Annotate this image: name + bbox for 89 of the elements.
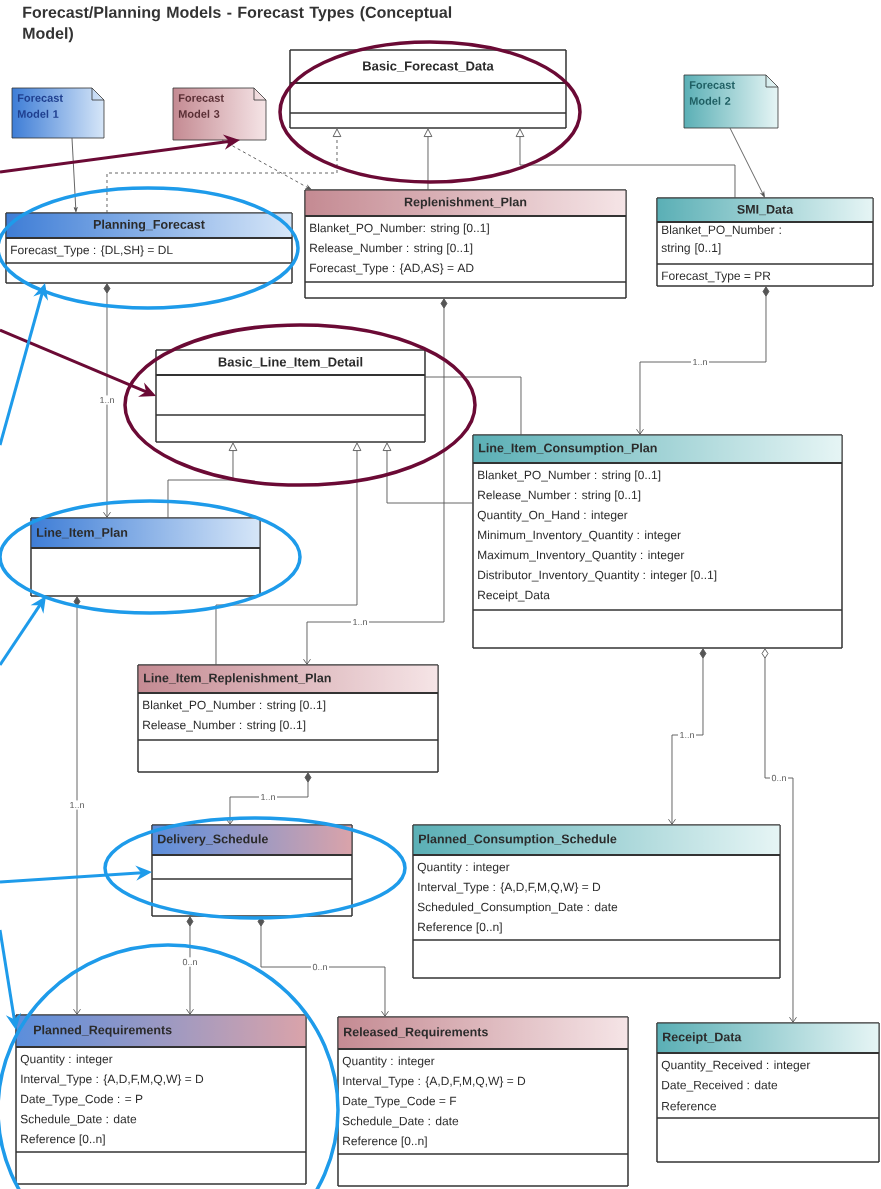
aggregation-arrow (761, 648, 797, 1023)
note-link (729, 127, 765, 198)
attribute-text: Blanket_PO_Number : string [0..1] (661, 225, 781, 255)
attribute-text: Forecast_Type = PR (662, 271, 771, 283)
multiplicity-label: 1..n (691, 357, 709, 367)
note-box: Forecast Model 2 (683, 74, 779, 129)
attribute-text: Date_Type_Code = F (343, 1096, 457, 1108)
composition-arrow (226, 772, 312, 825)
class-name: Released_Requirements (344, 1027, 488, 1039)
attribute-text: Blanket_PO_Number: string [0..1] (310, 223, 489, 235)
class-box (289, 49, 567, 129)
attribute-text: Blanket_PO_Number : string [0..1] (143, 700, 326, 712)
attribute-text: Schedule_Date : date (20, 1114, 137, 1126)
multiplicity-label: 0..n (311, 962, 329, 972)
note-box: Forecast Model 3 (172, 87, 267, 141)
class-name: Basic_Forecast_Data (363, 61, 494, 72)
composition-arrow (636, 286, 770, 435)
class-box (472, 434, 843, 649)
composition-arrow (103, 283, 111, 518)
attribute-text: Quantity_On_Hand : integer (477, 510, 628, 522)
composition-arrow (668, 648, 707, 825)
inheritance-arrow (423, 128, 433, 191)
inheritance-arrow (215, 442, 362, 666)
attribute-text: Release_Number : string [0..1] (478, 490, 641, 502)
class-box (656, 197, 874, 287)
class-box (30, 517, 261, 597)
composition-arrow (303, 298, 448, 665)
attribute-text: Quantity_Received : integer (661, 1060, 811, 1072)
class-name: Line_Item_Consumption_Plan (479, 443, 657, 455)
multiplicity-label: 1..n (98, 395, 116, 405)
class-box (337, 1016, 629, 1187)
class-name: Delivery_Schedule (158, 834, 268, 846)
inheritance-arrow (167, 442, 238, 519)
inheritance-arrow (106, 128, 342, 214)
attribute-text: Reference [0..n] (418, 922, 502, 934)
multiplicity-label: 1..n (678, 730, 696, 740)
attribute-text: Interval_Type : {A,D,F,M,Q,W} = D (21, 1074, 204, 1086)
class-name: Basic_Line_Item_Detail (218, 357, 363, 368)
class-name: Planning_Forecast (93, 219, 205, 232)
attribute-text: Release_Number : string [0..1] (310, 243, 473, 255)
composition-arrow (186, 916, 194, 1015)
multiplicity-label: 0..n (181, 957, 199, 967)
multiplicity-label: 0..n (770, 773, 788, 783)
attribute-text: Reference (662, 1101, 716, 1111)
attribute-text: Reference [0..n] (343, 1136, 427, 1148)
class-box (656, 1022, 880, 1163)
attribute-text: Receipt_Data (478, 590, 550, 602)
multiplicity-label: 1..n (351, 617, 369, 627)
class-box (137, 664, 439, 773)
attribute-text: Maximum_Inventory_Quantity : integer (478, 550, 685, 562)
class-box (5, 212, 293, 284)
attribute-text: Forecast_Type : {DL,SH} = DL (11, 245, 173, 257)
attribute-text: Quantity : integer (417, 862, 510, 874)
attribute-text: Interval_Type : {A,D,F,M,Q,W} = D (418, 882, 601, 894)
inheritance-arrow (382, 442, 474, 504)
title: Forecast/Planning Models - Forecast Types (Conceptual Model) (23, 6, 452, 43)
attribute-text: Date_Type_Code : = P (21, 1094, 143, 1106)
attribute-text: Distributor_Inventory_Quantity : integer [0..1] (478, 570, 717, 582)
note-link (221, 139, 312, 190)
attribute-text: Scheduled_Consumption_Date : date (417, 902, 618, 914)
note-box: Forecast Model 1 (11, 87, 105, 139)
composition-arrow (73, 596, 81, 1015)
class-name: Planned_Consumption_Schedule (419, 834, 617, 846)
attribute-text: Minimum_Inventory_Quantity : integer (478, 530, 681, 542)
class-name: Planned_Requirements (34, 1025, 172, 1037)
attribute-text: Quantity : integer (20, 1054, 113, 1066)
class-name: SMI_Data (737, 204, 794, 216)
attribute-text: Quantity : integer (342, 1056, 435, 1068)
note-link (71, 137, 78, 213)
attribute-text: Schedule_Date : date (342, 1116, 459, 1128)
attribute-text: Forecast_Type : {AD,AS} = AD (310, 263, 474, 275)
attribute-text: Date_Received : date (662, 1080, 778, 1092)
attribute-text: Interval_Type : {A,D,F,M,Q,W} = D (343, 1076, 526, 1088)
class-box (15, 1014, 307, 1185)
class-name: Line_Item_Plan (37, 527, 128, 539)
multiplicity-label: 1..n (68, 800, 86, 810)
class-box (151, 824, 353, 917)
attribute-text: Release_Number : string [0..1] (143, 720, 306, 732)
class-name: Replenishment_Plan (404, 197, 527, 209)
class-name: Receipt_Data (663, 1032, 742, 1044)
attribute-text: Reference [0..n] (21, 1134, 105, 1146)
class-name: Line_Item_Replenishment_Plan (144, 673, 331, 685)
class-box (304, 189, 627, 299)
class-box (155, 349, 426, 443)
attribute-text: Blanket_PO_Number : string [0..1] (478, 470, 661, 482)
class-box (412, 824, 781, 979)
association-line (424, 376, 522, 436)
inheritance-arrow (515, 128, 736, 199)
multiplicity-label: 1..n (259, 792, 277, 802)
